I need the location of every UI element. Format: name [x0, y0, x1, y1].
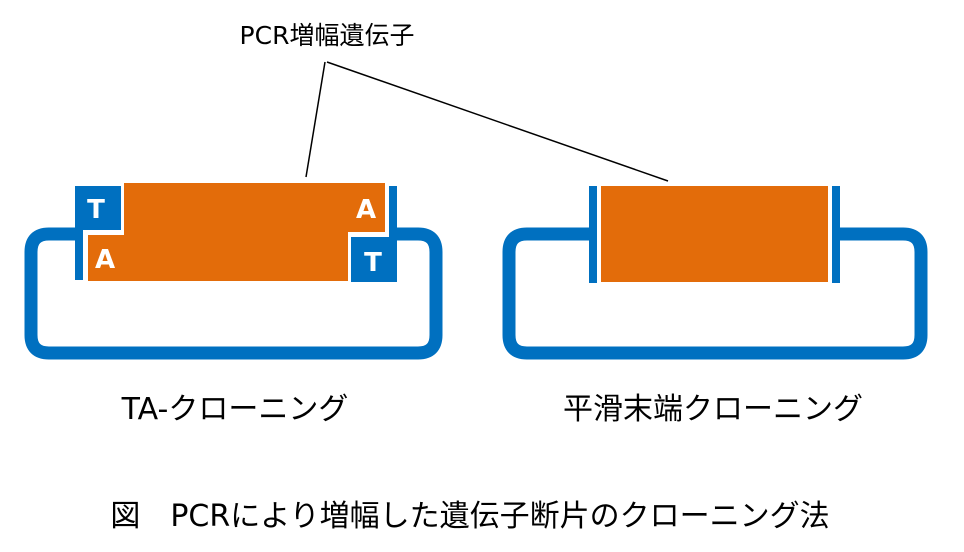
- ta-cloning-group: T T A A: [24, 183, 443, 360]
- blunt-cloning-label: 平滑末端クローニング: [563, 392, 863, 427]
- figure-caption: 図 PCRにより増幅した遺伝子断片のクローニング法: [110, 499, 829, 534]
- blunt-right-vector-end: [832, 186, 840, 283]
- ta-right-t-overhang: [351, 237, 397, 282]
- ta-cloning-label: TA-クローニング: [121, 392, 349, 427]
- blunt-left-vector-end: [589, 186, 597, 283]
- ta-right-a-base: A: [356, 195, 376, 225]
- ta-left-t-overhang: [75, 186, 121, 230]
- ta-vector-loop: [24, 227, 443, 360]
- ta-right-vector-end: [389, 186, 397, 282]
- ta-left-vector-end: [75, 186, 83, 280]
- blunt-cloning-group: [502, 186, 928, 360]
- ta-insert: [88, 183, 385, 281]
- pointer-line-right: [326, 61, 669, 182]
- blunt-vector-loop: [502, 227, 928, 360]
- pointer-line-left: [305, 61, 326, 178]
- ta-right-t-base: T: [364, 248, 382, 278]
- ta-left-a-base: A: [95, 245, 115, 275]
- ta-left-t-base: T: [87, 195, 105, 225]
- blunt-insert: [601, 186, 828, 282]
- top-label: PCR増幅遺伝子: [240, 21, 415, 50]
